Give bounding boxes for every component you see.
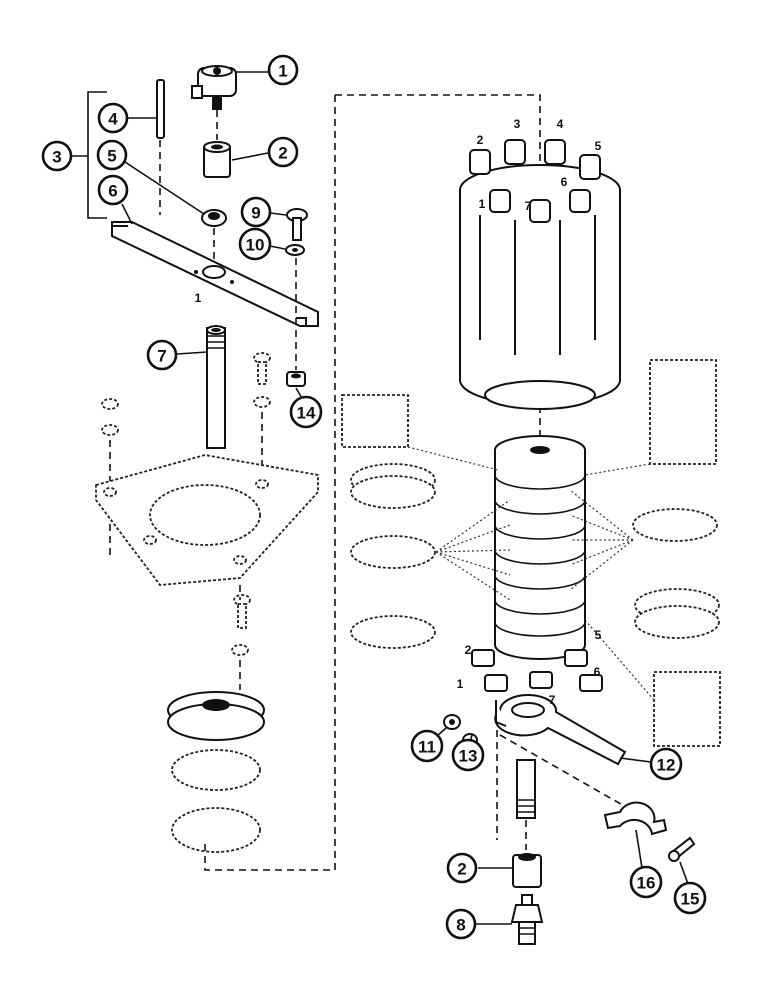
svg-text:11: 11: [418, 738, 436, 757]
callout-15: 15: [673, 881, 707, 915]
dotted-hardware: [101, 352, 271, 436]
lock-washer-part: [285, 244, 305, 256]
port-label-top-3: 3: [514, 117, 521, 131]
callout-7: 7: [146, 339, 178, 371]
port-label-base-7: 7: [549, 693, 556, 707]
clamp-screw-part: [668, 836, 696, 862]
manifold-housing-part: [459, 139, 621, 410]
port-label-top-7: 7: [525, 199, 532, 213]
callout-8: 8: [445, 908, 477, 940]
svg-text:2: 2: [278, 144, 287, 163]
svg-text:14: 14: [297, 404, 316, 423]
port-label-top-2: 2: [477, 133, 484, 147]
callout-9: 9: [240, 196, 272, 228]
callout-11: 11: [410, 729, 444, 763]
callout-3: 3: [41, 140, 73, 172]
coupling-part: [203, 141, 231, 178]
svg-text:2: 2: [457, 860, 466, 879]
seal-detail-right-top: [584, 359, 717, 476]
svg-text:1: 1: [278, 62, 287, 81]
svg-text:5: 5: [107, 147, 116, 166]
svg-text:3: 3: [52, 148, 61, 167]
svg-text:9: 9: [251, 204, 260, 223]
tube-part: [206, 325, 226, 449]
group-bracket-3: [72, 91, 107, 219]
svg-text:10: 10: [246, 236, 265, 255]
plate-sub-label: 1: [195, 291, 202, 305]
callout-2-lower: 2: [446, 852, 478, 884]
seal-rings-left: [350, 463, 436, 649]
rotary-union-body: [471, 435, 603, 692]
pin-part: [156, 79, 165, 139]
washer-part: [201, 209, 227, 227]
callout-4: 4: [97, 102, 129, 134]
fan-leaders-right: [569, 489, 634, 591]
seal-detail-left: [341, 394, 499, 471]
callout-12: 12: [649, 747, 683, 781]
callout-1: 1: [267, 54, 299, 86]
clamp-part: [603, 801, 668, 836]
callout-14: 14: [289, 395, 323, 429]
disc-part: [167, 691, 265, 741]
svg-text:7: 7: [157, 347, 166, 366]
port-label-base-6: 6: [594, 665, 601, 679]
seal-rings-right: [632, 508, 720, 639]
callout-16: 16: [629, 865, 663, 899]
svg-text:8: 8: [456, 916, 465, 935]
svg-text:13: 13: [459, 747, 478, 766]
screw-part: [286, 208, 308, 241]
port-label-top-5: 5: [595, 139, 602, 153]
shaft-part: [516, 759, 536, 819]
elbow-fitting-part: [191, 65, 237, 110]
lower-screw: [231, 594, 251, 656]
seal-detail-right-bottom: [584, 619, 721, 747]
wrench-part: [494, 694, 627, 766]
port-label-top-1: 1: [479, 197, 486, 211]
port-label-top-4: 4: [557, 117, 564, 131]
port-label-base-5: 5: [595, 628, 602, 642]
ring-part: [171, 749, 261, 853]
svg-text:12: 12: [657, 756, 676, 775]
port-label-top-6: 6: [561, 175, 568, 189]
mounting-plate-part: [111, 221, 319, 327]
coupling-lower-part: [512, 853, 542, 888]
port-label-base-1: 1: [457, 677, 464, 691]
svg-text:4: 4: [108, 110, 118, 129]
port-label-base-2: 2: [465, 643, 472, 657]
svg-text:16: 16: [637, 874, 656, 893]
svg-text:6: 6: [108, 182, 117, 201]
callout-5: 5: [96, 139, 128, 171]
callout-13: 13: [451, 738, 485, 772]
callout-10: 10: [238, 227, 272, 261]
base-plate-dotted: [95, 454, 319, 586]
nut-part: [286, 371, 306, 387]
callout-6: 6: [97, 174, 129, 206]
fan-leaders-left: [435, 499, 511, 601]
fitting-part: [510, 894, 544, 945]
callout-2-upper: 2: [267, 136, 299, 168]
svg-text:15: 15: [681, 890, 700, 909]
